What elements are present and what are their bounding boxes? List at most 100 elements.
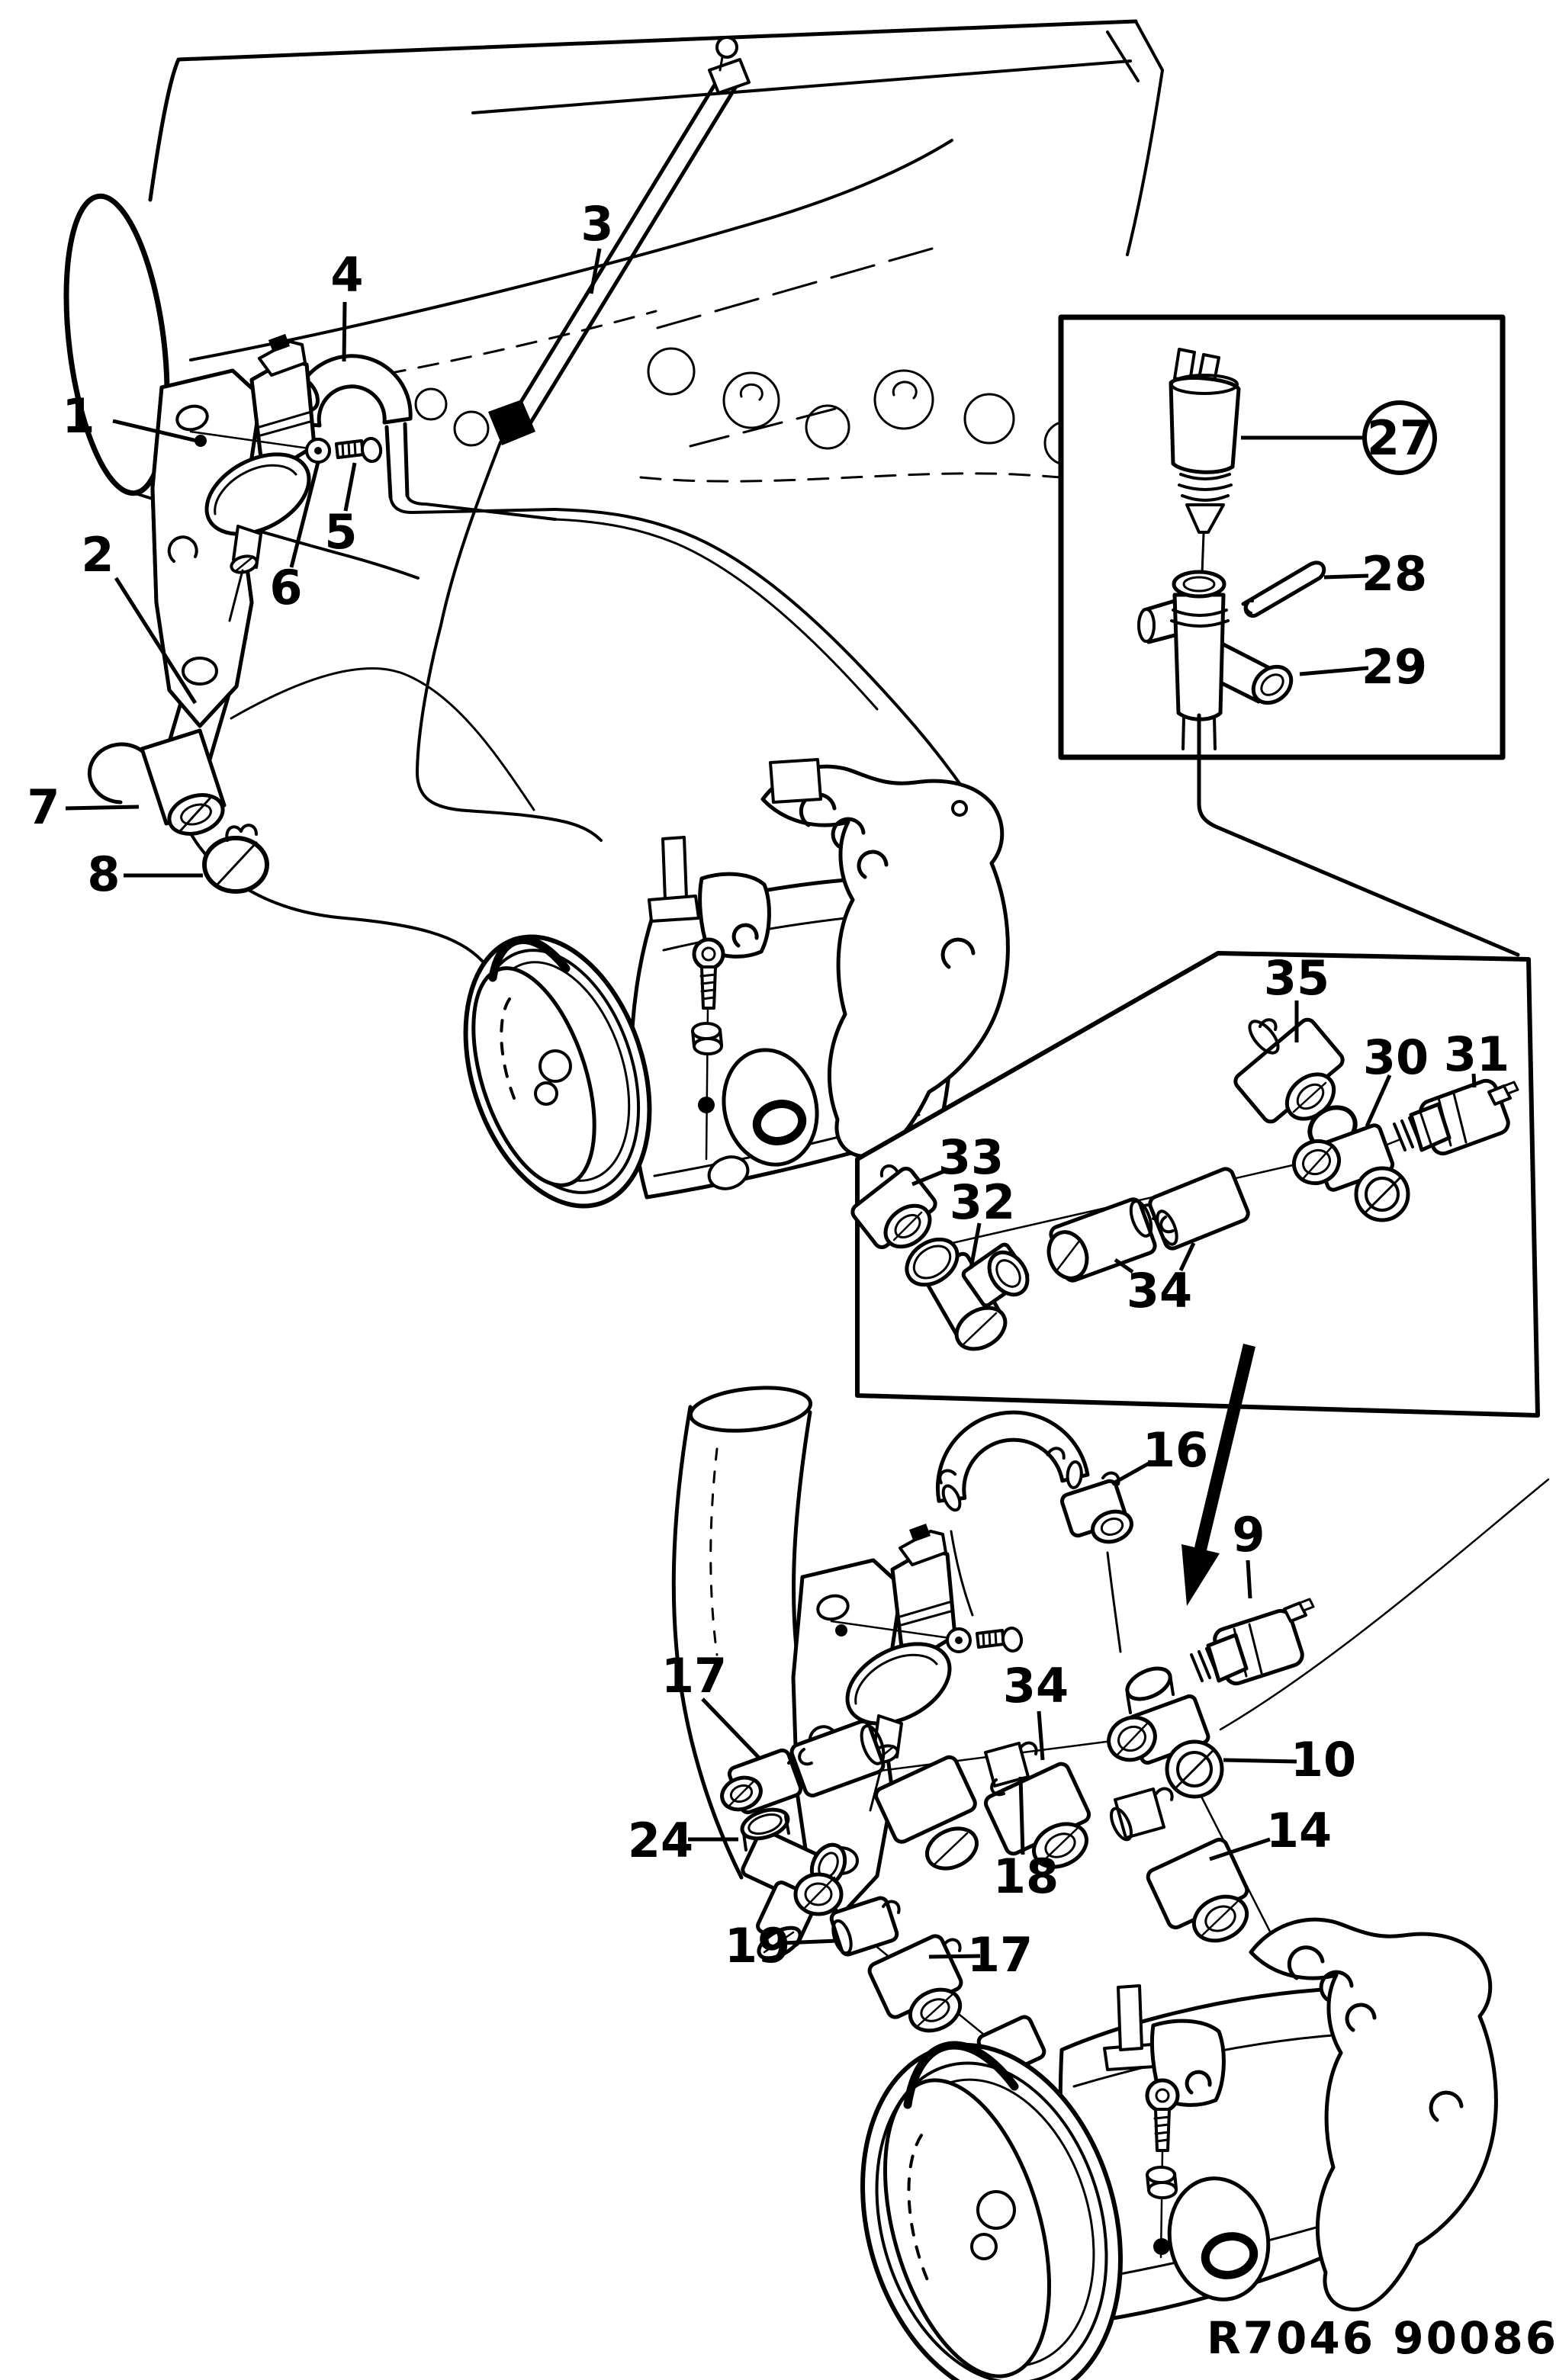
part-10-t-fitting bbox=[1107, 1666, 1224, 1799]
detail-box bbox=[850, 713, 1540, 1418]
callout-leader-29-10 bbox=[1299, 666, 1369, 676]
pulley-shadow bbox=[488, 936, 571, 982]
callout-leader-32-15 bbox=[969, 1222, 982, 1269]
engine-top-inner-edge bbox=[471, 59, 1132, 114]
pipe-route-down bbox=[415, 441, 603, 842]
hose-16-stub bbox=[950, 1471, 1133, 1653]
callout-number-34-16: 34 bbox=[1127, 1263, 1192, 1318]
part-31-valve bbox=[1393, 1078, 1519, 1156]
callout-number-5-4: 5 bbox=[324, 504, 357, 560]
callout-number-2-1: 2 bbox=[81, 527, 114, 583]
callout-number-4-3: 4 bbox=[330, 247, 363, 303]
clamp-8-prongs bbox=[225, 824, 258, 842]
callout-leader-14-22 bbox=[1209, 1837, 1271, 1861]
part-35-hose bbox=[1233, 1017, 1345, 1124]
part-33-hose bbox=[850, 1164, 937, 1250]
hose-34-lower bbox=[983, 1762, 1091, 1869]
callout-number-10-20: 10 bbox=[1291, 1732, 1356, 1787]
pipe-3-shaft bbox=[510, 72, 740, 427]
part-30-t-fitting bbox=[1292, 1105, 1410, 1222]
compressor-stud bbox=[661, 836, 688, 901]
part-29-t-pipe bbox=[1137, 570, 1294, 750]
callout-number-35-11: 35 bbox=[1264, 950, 1329, 1006]
hose-17-upper bbox=[720, 1748, 806, 1815]
callout-leader-9-18 bbox=[1246, 1559, 1252, 1599]
part-9-valve bbox=[1190, 1598, 1315, 1686]
pulley-face bbox=[883, 2078, 1051, 2378]
callout-leader-34-19 bbox=[1037, 1710, 1045, 1761]
clamp-8 bbox=[202, 824, 269, 894]
callout-number-3-2: 3 bbox=[580, 196, 613, 252]
callout-number-16-17: 16 bbox=[1143, 1422, 1208, 1478]
inset-connector-line bbox=[1197, 713, 1520, 957]
callout-leader-16-17 bbox=[1111, 1460, 1152, 1486]
callout-leader-19-25 bbox=[782, 1938, 838, 1945]
callout-leader-34-16 bbox=[1178, 1241, 1196, 1272]
stub-14 bbox=[1114, 1787, 1165, 1839]
elbow-hose-4 bbox=[288, 354, 985, 821]
callout-leader-3-2 bbox=[589, 248, 602, 294]
hose-18 bbox=[874, 1741, 1038, 1871]
callout-number-19-25: 19 bbox=[725, 1918, 790, 1974]
callout-number-17-21: 17 bbox=[661, 1648, 727, 1704]
callout-number-34-19: 34 bbox=[1003, 1658, 1069, 1714]
part-34-hose-a bbox=[1046, 1197, 1157, 1283]
callout-leader-17-26 bbox=[928, 1954, 981, 1959]
callout-leader-6-5 bbox=[289, 461, 320, 568]
inset-box bbox=[1058, 314, 1506, 760]
stub-19 bbox=[829, 1896, 901, 1957]
hose-16-elbow bbox=[935, 1410, 1090, 1512]
exploded-bolt-rear bbox=[1145, 2078, 1180, 2259]
compressor-stud bbox=[1117, 1984, 1143, 2051]
callout-leader-7-6 bbox=[65, 805, 140, 811]
callout-leader-10-20 bbox=[1223, 1758, 1297, 1764]
callout-number-17-26: 17 bbox=[967, 1927, 1033, 1983]
callout-number-27-8: 27 bbox=[1367, 410, 1432, 466]
callout-leader-34-16 bbox=[1114, 1257, 1134, 1274]
hose-14 bbox=[1110, 1787, 1249, 1943]
pipe-route-cross bbox=[230, 667, 535, 811]
gooseneck-pipe bbox=[389, 494, 557, 521]
engine-top-edge bbox=[148, 19, 1138, 202]
callout-number-6-5: 6 bbox=[269, 560, 302, 615]
hose-mid bbox=[789, 1719, 886, 1798]
engine-block bbox=[63, 19, 1164, 580]
engine-panel-line bbox=[189, 139, 953, 361]
part-34-hose-b bbox=[1148, 1167, 1250, 1251]
hose-17-lower bbox=[867, 1934, 963, 2033]
callout-leader-5-4 bbox=[343, 462, 357, 512]
engine-right-edge bbox=[1126, 69, 1164, 256]
ring-24 bbox=[793, 1872, 844, 1916]
hose-7 bbox=[87, 728, 227, 836]
callout-number-14-22: 14 bbox=[1266, 1803, 1332, 1858]
callout-leader-2-1 bbox=[114, 577, 198, 705]
callout-number-28-9: 28 bbox=[1362, 546, 1427, 602]
pipe-3-top-fitting bbox=[708, 58, 751, 95]
pulley-shadow bbox=[903, 2041, 1019, 2109]
callout-number-9-18: 9 bbox=[1232, 1507, 1265, 1563]
reference-code: R7046 90086 bbox=[1207, 2312, 1556, 2364]
callout-number-32-15: 32 bbox=[950, 1174, 1015, 1230]
pipe-route-lower bbox=[175, 801, 503, 991]
part-27-solenoid-valve bbox=[1169, 348, 1241, 575]
callout-number-18-24: 18 bbox=[993, 1848, 1059, 1904]
callout-number-29-10: 29 bbox=[1362, 639, 1427, 695]
callout-leader-30-12 bbox=[1365, 1074, 1392, 1128]
callout-leader-4-3 bbox=[342, 301, 347, 362]
pulley-face bbox=[471, 966, 596, 1187]
part-32-t-fitting bbox=[905, 1237, 1030, 1351]
pipe-3-ball-tip bbox=[715, 36, 738, 59]
callout-number-8-7: 8 bbox=[87, 846, 120, 902]
compressor-rear bbox=[860, 1919, 1497, 2380]
callout-number-33-14: 33 bbox=[938, 1129, 1004, 1185]
callout-circle-27 bbox=[1362, 400, 1437, 475]
callout-number-31-13: 31 bbox=[1444, 1026, 1509, 1082]
pipe-3-bottom-fitting bbox=[488, 400, 535, 445]
bracket-mount-stub bbox=[769, 758, 822, 804]
engine-cut-ticks bbox=[1106, 20, 1164, 82]
callout-leader-28-9 bbox=[1323, 573, 1369, 580]
callout-leader-1-0 bbox=[112, 419, 198, 443]
callout-leader-18-24 bbox=[1018, 1776, 1025, 1855]
exploded-bolt-front bbox=[691, 937, 725, 1161]
